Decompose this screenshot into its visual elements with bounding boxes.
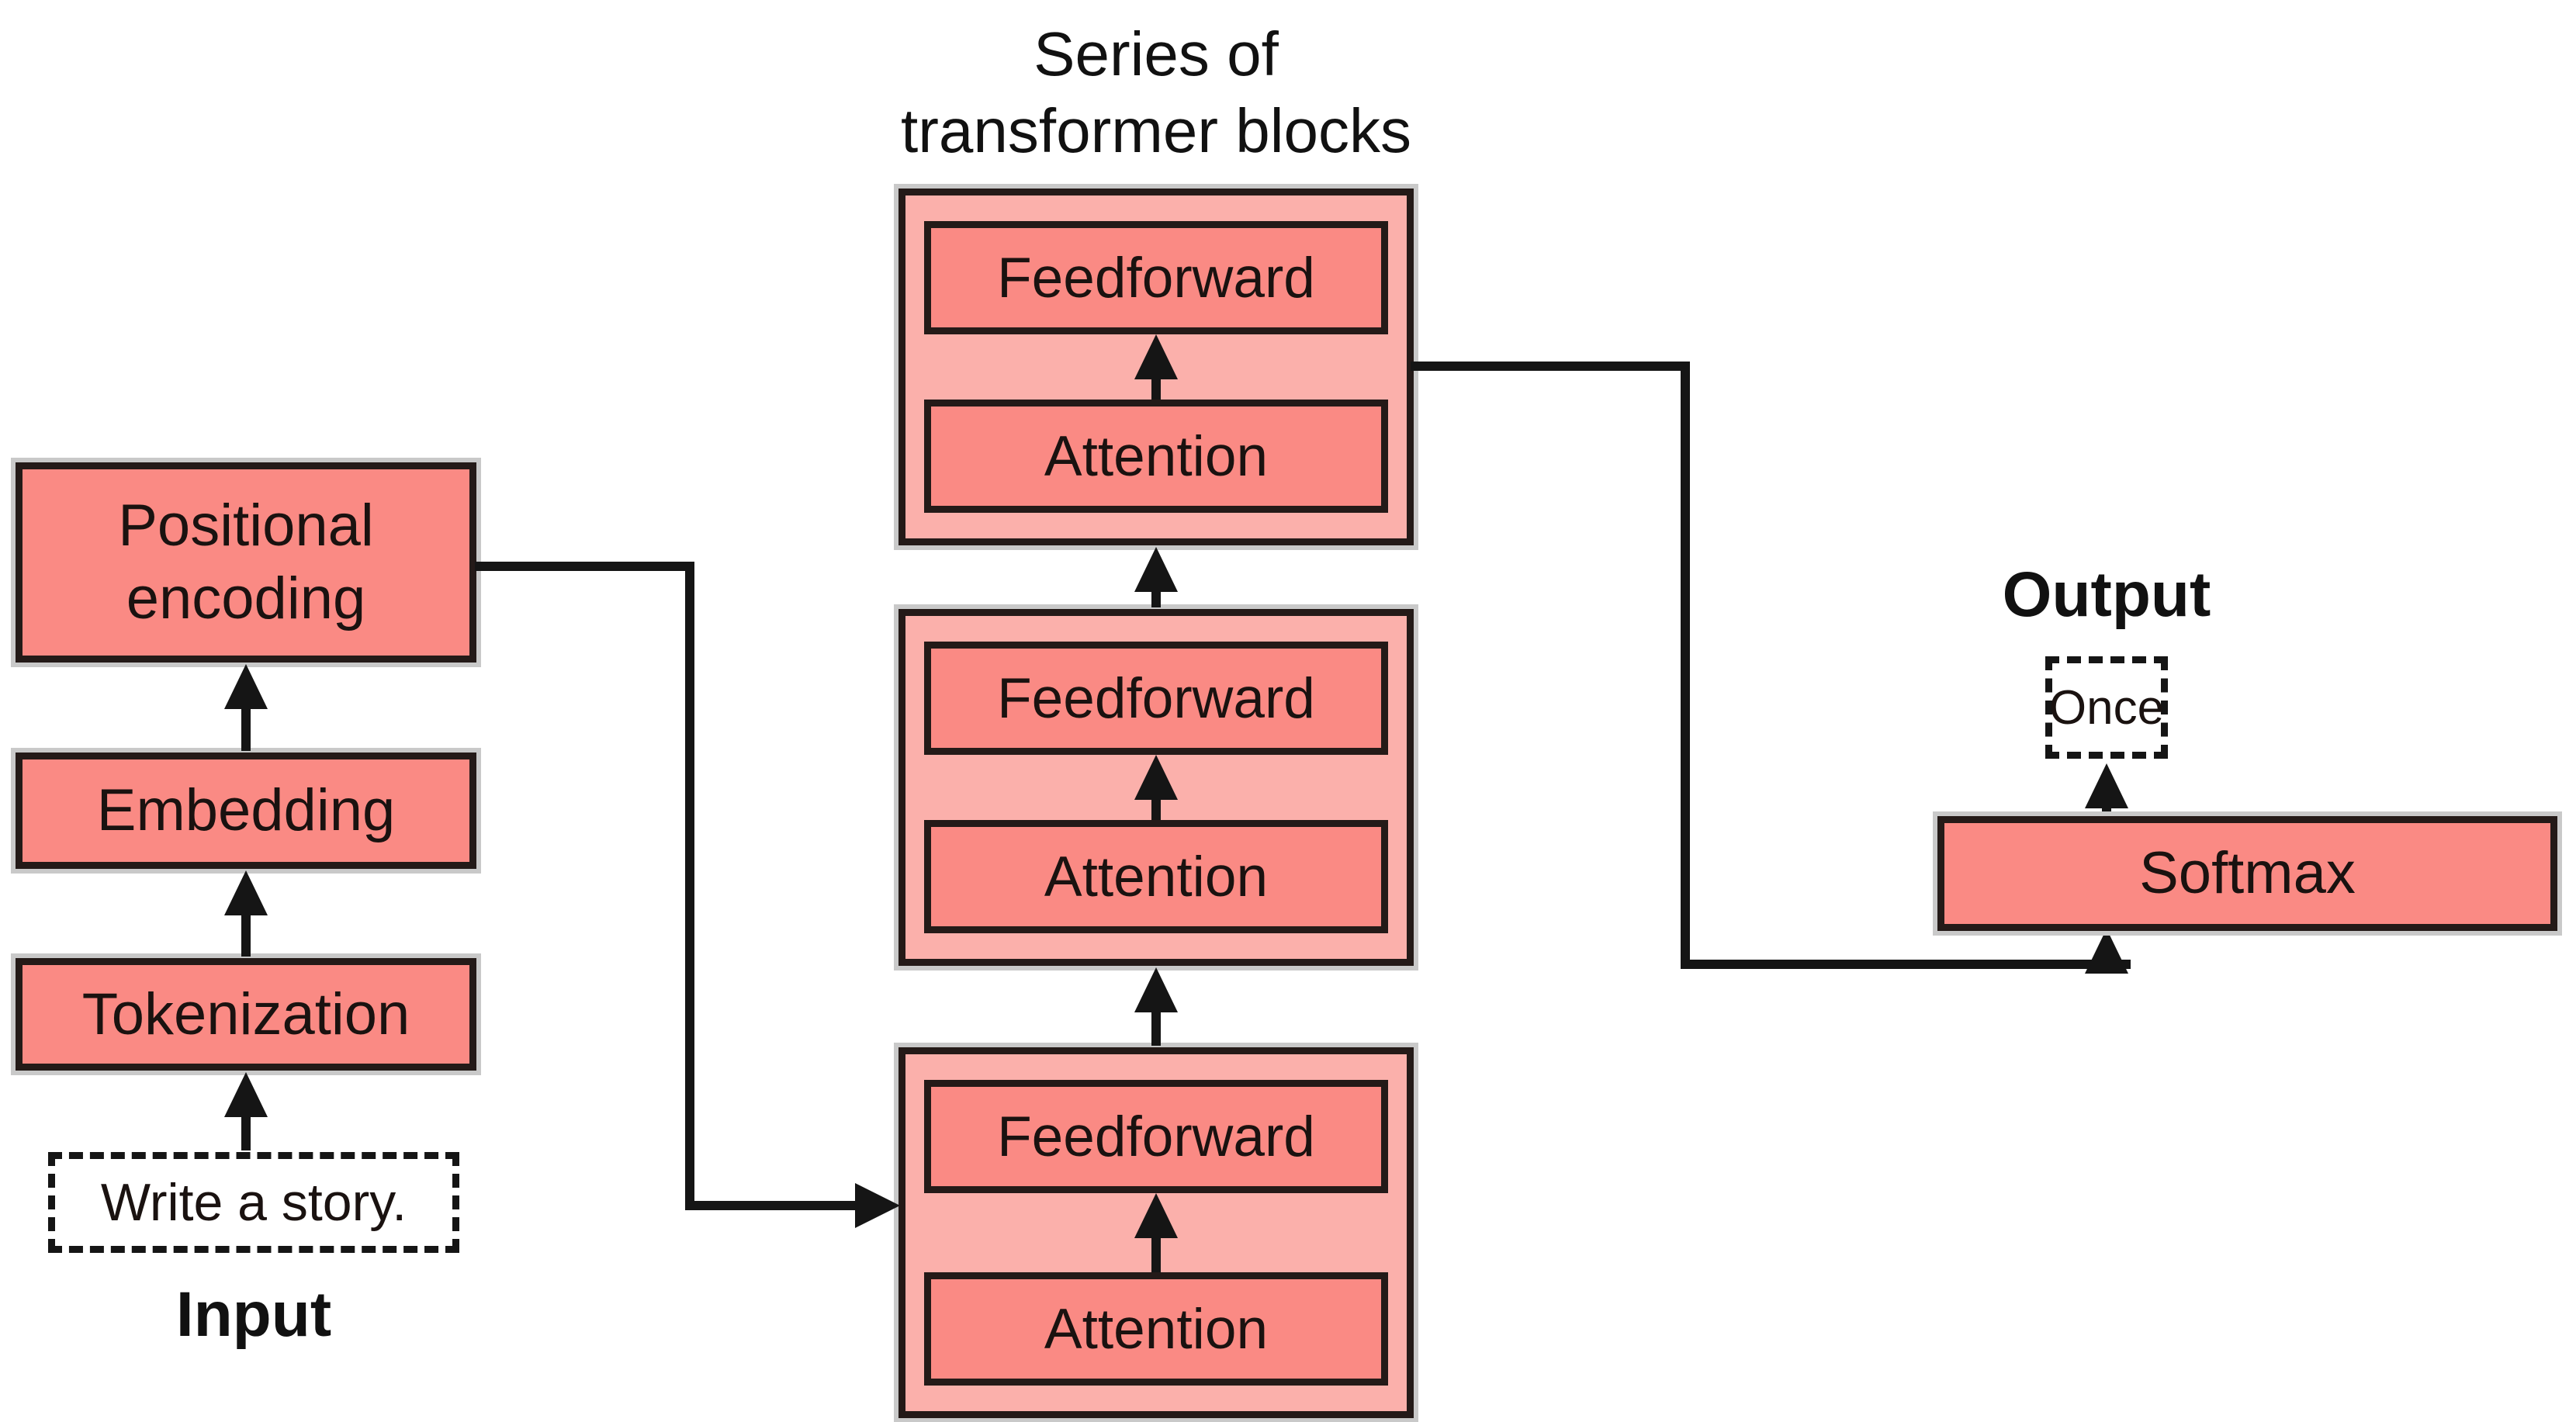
arrow-middle-to-top-block (1134, 547, 1178, 607)
diagram-title: Series of transformer blocks (691, 16, 1622, 169)
once-label: Once (2048, 680, 2165, 735)
connector-input-horizontal (475, 562, 694, 571)
embedding-box: Embedding (16, 753, 476, 869)
arrow-attention-to-feedforward (1134, 755, 1178, 820)
connector-output-vertical (1681, 362, 1690, 969)
arrow-prompt-to-tokenization (224, 1072, 268, 1150)
transformer-block-middle: Feedforward Attention (898, 609, 1414, 966)
arrow-softmax-to-once (2085, 763, 2128, 815)
attention-label: Attention (1044, 424, 1269, 488)
arrow-bottom-to-middle-block (1134, 967, 1178, 1046)
tokenization-label: Tokenization (81, 981, 410, 1047)
attention-box: Attention (924, 400, 1388, 513)
feedforward-box: Feedforward (924, 642, 1388, 755)
transformer-block-bottom: Feedforward Attention (898, 1047, 1414, 1418)
prompt-box: Write a story. (48, 1152, 459, 1253)
attention-box: Attention (924, 820, 1388, 933)
input-label: Input (175, 1279, 332, 1350)
feedforward-label: Feedforward (997, 1105, 1315, 1168)
tokenization-box: Tokenization (16, 958, 476, 1071)
arrow-tokenization-to-embedding (224, 870, 268, 957)
output-label: Output (2002, 559, 2211, 630)
arrowhead-up-icon (2085, 929, 2128, 974)
transformer-block-top: Feedforward Attention (898, 189, 1414, 545)
arrow-attention-to-feedforward (1134, 334, 1178, 400)
positional-encoding-label: Positional encoding (118, 493, 374, 631)
feedforward-box: Feedforward (924, 1080, 1388, 1193)
arrowhead-right-icon (855, 1183, 900, 1228)
softmax-box: Softmax (1937, 816, 2557, 931)
diagram-title-line1: Series of (1034, 19, 1279, 88)
diagram-title-line2: transformer blocks (901, 96, 1411, 165)
feedforward-label: Feedforward (997, 246, 1315, 310)
arrow-embedding-to-positional (224, 664, 268, 751)
attention-label: Attention (1044, 845, 1269, 908)
feedforward-box: Feedforward (924, 221, 1388, 334)
connector-input-vertical (685, 562, 694, 1210)
softmax-label: Softmax (2139, 840, 2356, 906)
feedforward-label: Feedforward (997, 666, 1315, 730)
arrow-attention-to-feedforward (1134, 1193, 1178, 1272)
attention-box: Attention (924, 1272, 1388, 1386)
prompt-text: Write a story. (100, 1173, 407, 1232)
connector-input-horizontal2 (685, 1201, 857, 1210)
positional-encoding-box: Positional encoding (16, 462, 476, 663)
once-box: Once (2045, 656, 2168, 759)
attention-label: Attention (1044, 1297, 1269, 1361)
embedding-label: Embedding (96, 777, 396, 843)
connector-output-horizontal (1411, 362, 1690, 371)
connector-output-horizontal2 (1681, 960, 2131, 969)
